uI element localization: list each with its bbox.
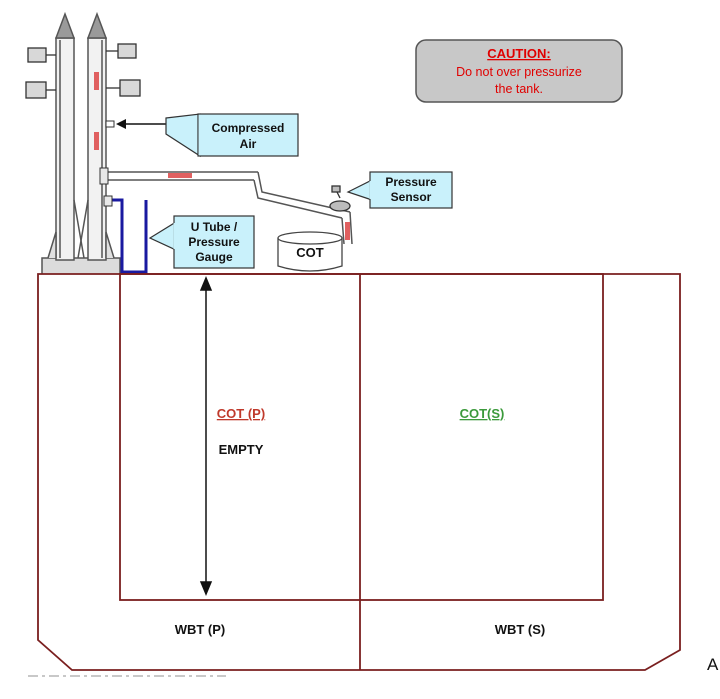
- riser-flow-arrow: [345, 222, 350, 240]
- cot-port-status: EMPTY: [219, 442, 264, 457]
- u-tube-gauge: [110, 198, 148, 274]
- u-tube-line2: Pressure: [188, 235, 240, 249]
- cot-port-label: COT (P): [217, 406, 265, 421]
- compressed-air-callout: Compressed Air: [116, 113, 299, 158]
- u-tube-line1: U Tube /: [191, 220, 238, 234]
- pipe-flange: [99, 167, 109, 185]
- pipe-flow-arrow: [168, 173, 192, 178]
- tank-dividers: [119, 273, 604, 670]
- caution-box: CAUTION: Do not over pressurize the tank…: [415, 39, 623, 103]
- edge-letter: A: [707, 655, 719, 674]
- depth-arrow: [199, 276, 213, 596]
- cot-starboard-label: COT(S): [460, 406, 505, 421]
- mast-valves: [25, 43, 141, 99]
- wbt-port-label: WBT (P): [175, 622, 226, 637]
- caution-line2: the tank.: [495, 82, 543, 96]
- piping: [106, 171, 353, 245]
- caution-title: CAUTION:: [487, 46, 551, 61]
- pressure-sensor-line1: Pressure: [385, 175, 437, 189]
- caution-line1: Do not over pressurize: [456, 65, 582, 79]
- compressed-air-inlet: [105, 120, 115, 128]
- mast-flow-arrows: [94, 72, 99, 150]
- vent-mast: [41, 11, 121, 277]
- u-tube-callout: U Tube / Pressure Gauge: [148, 215, 255, 269]
- u-tube-connection: [103, 195, 113, 207]
- tank-outline: [37, 273, 681, 671]
- cot-drum: [277, 231, 343, 272]
- compressed-air-line2: Air: [240, 137, 257, 151]
- wbt-starboard-label: WBT (S): [495, 622, 546, 637]
- compressed-air-line1: Compressed: [212, 121, 285, 135]
- u-tube-line3: Gauge: [195, 250, 233, 264]
- pressure-sensor-callout: Pressure Sensor: [346, 171, 453, 209]
- pressure-sensor-icon: [329, 185, 351, 212]
- cot-drum-label: COT: [296, 245, 324, 260]
- pressure-sensor-line2: Sensor: [391, 190, 432, 204]
